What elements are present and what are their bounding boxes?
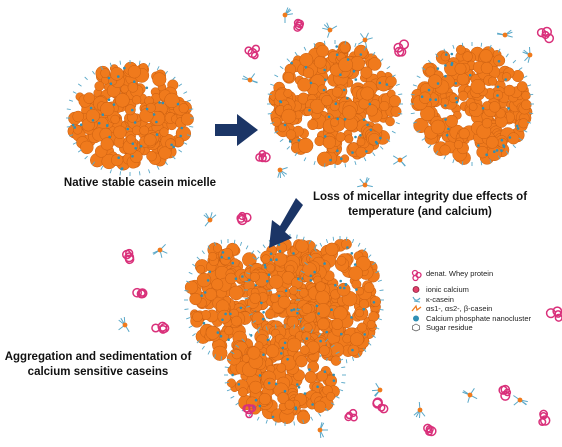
- kappa-casein-icon: [282, 7, 293, 23]
- kappa-casein-icon: [317, 422, 328, 439]
- whey-protein-icon: [151, 321, 170, 334]
- whey-protein-icon: [255, 150, 271, 163]
- disintegrating-micelle-right: [410, 42, 534, 166]
- legend-item-calcium-phosphate: Calcium phosphate nanocluster: [411, 314, 531, 324]
- whey-protein-icon: [244, 44, 261, 60]
- whey-protein-icon: [411, 269, 423, 281]
- caption-aggregation-line1: Aggregation and sedimentation of: [4, 351, 192, 363]
- native-casein-micelle: [66, 60, 194, 176]
- legend-item-whey: denat. Whey protein: [411, 266, 531, 281]
- whey-protein-icon: [372, 397, 389, 414]
- kappa-casein-icon: [152, 243, 168, 258]
- ionic-calcium-icon: [411, 285, 423, 294]
- caption-loss-line2: temperature (and calcium): [348, 206, 492, 218]
- whey-protein-icon: [132, 287, 148, 299]
- caption-loss-line1: Loss of micellar integrity due effects o…: [312, 191, 528, 203]
- whey-protein-icon: [498, 384, 512, 401]
- legend-item-sugar-residue: Sugar residue: [411, 323, 531, 333]
- right-arrow-icon: [215, 114, 258, 146]
- alpha-beta-casein-icon: [411, 304, 423, 313]
- legend-label-sugar-residue: Sugar residue: [426, 323, 473, 333]
- kappa-casein-icon: [411, 295, 423, 304]
- legend-item-kappa-casein: κ-casein: [411, 295, 531, 305]
- sugar-residue-icon: [411, 323, 423, 332]
- legend-label-ionic-calcium: ionic calcium: [426, 285, 469, 295]
- kappa-casein-layer: [118, 7, 533, 439]
- legend-label-calcium-phosphate: Calcium phosphate nanocluster: [426, 313, 532, 323]
- whey-protein-layer: [122, 18, 562, 437]
- whey-protein-icon: [393, 39, 410, 57]
- legend-item-ionic-calcium: ionic calcium: [411, 285, 531, 295]
- whey-protein-icon: [538, 409, 551, 427]
- kappa-casein-icon: [322, 22, 338, 38]
- whey-protein-icon: [122, 248, 135, 265]
- kappa-casein-icon: [522, 46, 533, 63]
- caption-native-micelle: Native stable casein micelle: [63, 177, 217, 189]
- disintegrating-micelle-left: [267, 40, 403, 168]
- legend-item-alpha-beta-casein: αs1-, αs2-, β-casein: [411, 304, 531, 314]
- whey-protein-icon: [344, 408, 358, 422]
- kappa-casein-icon: [413, 401, 426, 419]
- kappa-casein-icon: [357, 177, 373, 188]
- kappa-casein-icon: [118, 316, 130, 333]
- kappa-casein-icon: [392, 155, 407, 167]
- legend-label-alpha-beta-casein: αs1-, αs2-, β-casein: [426, 304, 493, 314]
- kappa-casein-icon: [513, 395, 528, 406]
- whey-protein-icon: [536, 26, 555, 44]
- kappa-casein-icon: [497, 29, 513, 38]
- kappa-casein-icon: [462, 388, 478, 403]
- kappa-casein-icon: [358, 32, 373, 48]
- kappa-casein-icon: [242, 73, 258, 84]
- legend: denat. Whey protein ionic calcium κ-case…: [411, 266, 531, 333]
- aggregate-bottom: [224, 324, 346, 426]
- whey-protein-icon: [236, 211, 252, 226]
- down-arrow-icon: [269, 198, 303, 248]
- kappa-casein-icon: [203, 212, 217, 227]
- whey-protein-icon: [242, 403, 257, 419]
- caption-aggregation-line2: calcium sensitive caseins: [27, 366, 169, 378]
- legend-label-whey: denat. Whey protein: [426, 268, 494, 278]
- kappa-casein-icon: [371, 382, 383, 397]
- legend-label-kappa-casein: κ-casein: [426, 294, 454, 304]
- whey-protein-icon: [545, 306, 562, 322]
- caption-aggregation: Aggregation and sedimentation of calcium…: [0, 350, 196, 380]
- caption-loss-integrity: Loss of micellar integrity due effects o…: [305, 190, 535, 220]
- whey-protein-icon: [423, 423, 437, 437]
- whey-protein-icon: [293, 18, 305, 32]
- aggregate-left: [184, 239, 273, 361]
- kappa-casein-icon: [277, 167, 288, 179]
- calcium-phosphate-icon: [411, 314, 423, 323]
- casein-micelle-layer: [66, 40, 534, 426]
